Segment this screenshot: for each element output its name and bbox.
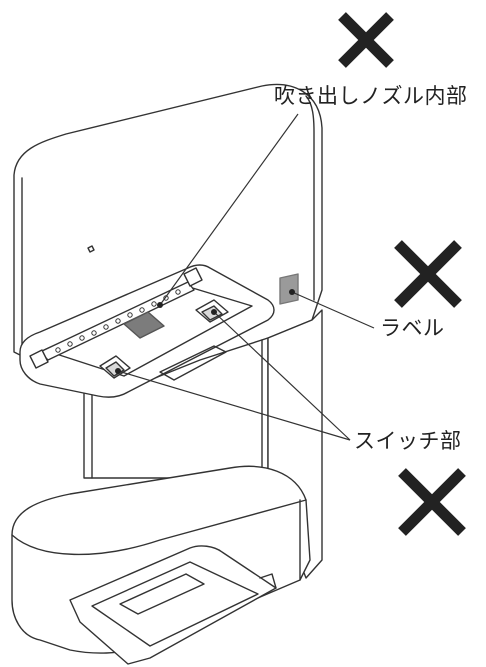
leader-label <box>291 291 375 329</box>
nozzle-label: 吹き出しノズル内部 <box>274 84 468 108</box>
vent-patch <box>123 311 165 339</box>
drain-tray-inner <box>91 561 259 647</box>
leader-switch-left <box>117 370 351 441</box>
prohibited-x-icon <box>338 12 394 68</box>
dryer-lower-top-edge <box>11 499 307 556</box>
label-sticker-label: ラベル <box>380 316 445 340</box>
drain-tray-slot <box>119 573 205 615</box>
prohibited-x-icon <box>394 240 462 308</box>
switch-label: スイッチ部 <box>354 429 462 453</box>
drain-tray-foot <box>259 573 277 589</box>
leader-nozzle <box>159 113 299 306</box>
nozzle-end-caps <box>29 267 203 369</box>
drip-channel <box>159 345 227 381</box>
label-patch <box>279 273 299 305</box>
prohibited-x-icon <box>398 468 466 536</box>
drain-tray <box>69 545 277 665</box>
leader-switch-right <box>213 311 351 441</box>
indicator-mark <box>87 245 95 253</box>
prohibited-marks <box>338 12 466 536</box>
leader-lines <box>117 113 375 441</box>
leader-dots <box>115 289 295 374</box>
dryer-upper-side-edge <box>305 95 315 301</box>
